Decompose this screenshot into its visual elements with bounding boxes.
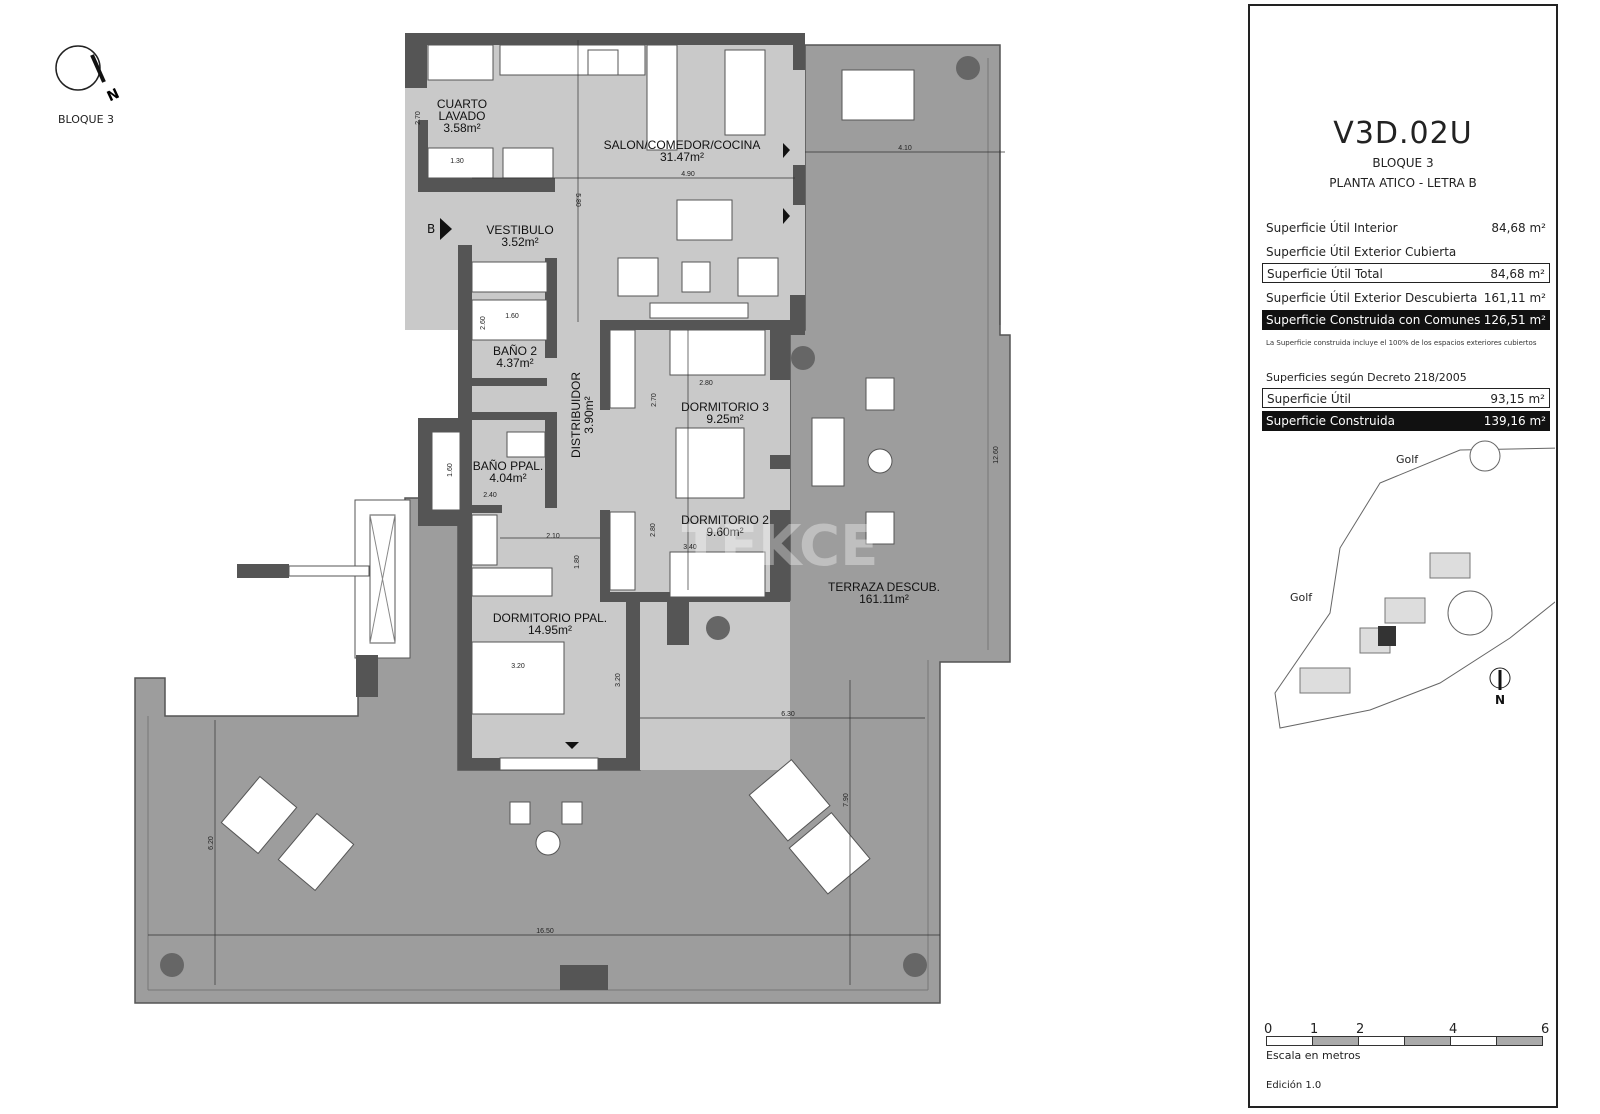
surface-label: Superficie Construida [1266, 414, 1395, 428]
room-area: 14.95m² [528, 623, 572, 637]
svg-text:2.60: 2.60 [480, 316, 487, 330]
svg-text:7.90: 7.90 [843, 793, 850, 807]
dining-table [724, 49, 766, 136]
svg-text:4.90: 4.90 [681, 171, 695, 178]
surface-value: 126,51 m² [1483, 313, 1546, 327]
room-area: 161.11m² [859, 592, 909, 606]
interior [405, 33, 805, 771]
sofa [676, 199, 733, 241]
svg-text:3.20: 3.20 [511, 663, 525, 670]
unit-location-marker [1378, 626, 1396, 646]
floor-label: PLANTA ATICO - LETRA B [1329, 176, 1477, 190]
room-name: DORMITORIO PPAL. [493, 611, 607, 625]
room-name: SALON/COMEDOR/COCINA [604, 138, 761, 152]
scale-bar: 0 1 2 4 6 [1264, 1022, 1556, 1048]
surface-value: 93,15 m² [1490, 392, 1545, 406]
room-area: 3.58m² [443, 121, 480, 135]
scale-tick: 1 [1310, 1022, 1319, 1037]
svg-text:1.80: 1.80 [574, 555, 581, 569]
room-area: 4.04m² [489, 471, 526, 485]
bed [669, 551, 766, 598]
room-area: 9.60m² [706, 525, 743, 539]
svg-text:2.40: 2.40 [483, 492, 497, 499]
surface-label: Superficie Útil Total [1267, 267, 1383, 281]
surface-value: 161,11 m² [1483, 291, 1546, 305]
room-name: DORMITORIO 2 [681, 513, 769, 527]
svg-text:1.60: 1.60 [447, 463, 454, 477]
bed [669, 329, 766, 376]
entrance-label: B [427, 222, 435, 236]
terrace-table [841, 69, 915, 121]
scale-tick: 2 [1356, 1022, 1365, 1037]
room-name: VESTIBULO [486, 223, 553, 237]
svg-text:4.10: 4.10 [898, 145, 912, 152]
dimension-labels: 2.70 1.30 4.90 5.80 4.10 12.60 1.60 2.60… [208, 111, 1000, 935]
surface-label: Superficie Útil [1267, 392, 1351, 406]
room-area: 31.47m² [660, 150, 704, 164]
room-area: 3.52m² [501, 235, 538, 249]
surface-label: Superficie Útil Interior [1266, 221, 1398, 235]
svg-text:3.20: 3.20 [615, 673, 622, 687]
edition-label: Edición 1.0 [1266, 1080, 1322, 1091]
surface-value: 84,68 m² [1490, 267, 1545, 281]
block-label: BLOQUE 3 [1372, 156, 1434, 170]
golf-label: Golf [1396, 453, 1419, 466]
surface-label: Superficie Útil Exterior Cubierta [1266, 245, 1457, 259]
scale-label: Escala en metros [1266, 1049, 1361, 1062]
room-name: BAÑO PPAL. [473, 459, 543, 473]
north-letter: N [1495, 693, 1505, 707]
room-area: 4.37m² [496, 356, 533, 370]
scale-tick: 6 [1541, 1022, 1550, 1037]
surface-row: Superficie Útil Interior 84,68 m² [1262, 218, 1550, 238]
svg-text:1.30: 1.30 [450, 158, 464, 165]
svg-text:6.30: 6.30 [781, 711, 795, 718]
svg-text:3.40: 3.40 [683, 544, 697, 551]
svg-text:2.80: 2.80 [699, 380, 713, 387]
floor-plan: N BLOQUE 3 [55, 33, 1011, 1004]
golf-label: Golf [1290, 591, 1313, 604]
svg-text:16.50: 16.50 [536, 928, 554, 935]
decree-title: Superficies según Decreto 218/2005 [1266, 371, 1467, 384]
room-area: 3.90m² [582, 396, 596, 433]
surface-row: Superficie Útil Exterior Descubierta 161,… [1262, 288, 1550, 308]
svg-text:1.60: 1.60 [505, 313, 519, 320]
bed [471, 641, 565, 715]
room-name: DISTRIBUIDOR [569, 372, 583, 458]
info-panel: V3D.02U BLOQUE 3 PLANTA ATICO - LETRA B … [1248, 4, 1558, 1108]
room-labels: CUARTO LAVADO 3.58m² SALON/COMEDOR/COCIN… [437, 97, 940, 637]
surface-row: Superficie Útil Exterior Cubierta [1262, 242, 1550, 262]
decree-row: Superficie Construida 139,16 m² [1262, 411, 1550, 431]
scale-tick: 4 [1449, 1022, 1458, 1037]
surface-row: Superficie Útil Total 84,68 m² [1262, 263, 1550, 283]
north-letter: N [105, 86, 122, 105]
room-area: 9.25m² [706, 412, 743, 426]
surface-note: La Superficie construida incluye el 100%… [1266, 339, 1537, 347]
svg-text:2.70: 2.70 [651, 393, 658, 407]
room-name: TERRAZA DESCUB. [828, 580, 940, 594]
entrance-arrow-icon [440, 218, 452, 240]
room-name: BAÑO 2 [493, 344, 537, 358]
room-name: LAVADO [439, 109, 486, 123]
room-name: DORMITORIO 3 [681, 400, 769, 414]
svg-text:6.20: 6.20 [208, 836, 215, 850]
surface-value: 139,16 m² [1483, 414, 1546, 428]
surface-label: Superficie Útil Exterior Descubierta [1266, 291, 1478, 305]
watermark: TEKCE [682, 514, 879, 579]
room-name: CUARTO [437, 97, 487, 111]
block-label: BLOQUE 3 [58, 113, 114, 126]
surface-value: 84,68 m² [1491, 221, 1546, 235]
plant-icon [160, 56, 980, 977]
surface-label: Superficie Construida con Comunes [1266, 313, 1481, 327]
svg-text:2.80: 2.80 [650, 523, 657, 537]
unit-code: V3D.02U [1333, 116, 1473, 151]
decree-row: Superficie Útil 93,15 m² [1262, 388, 1550, 408]
svg-text:12.60: 12.60 [993, 446, 1000, 464]
north-arrow-icon: N BLOQUE 3 [55, 45, 122, 126]
svg-text:5.80: 5.80 [574, 193, 581, 207]
scale-tick: 0 [1264, 1022, 1273, 1037]
svg-text:2.70: 2.70 [415, 111, 422, 125]
site-map: Golf Golf N [1274, 440, 1555, 729]
svg-text:2.10: 2.10 [546, 533, 560, 540]
